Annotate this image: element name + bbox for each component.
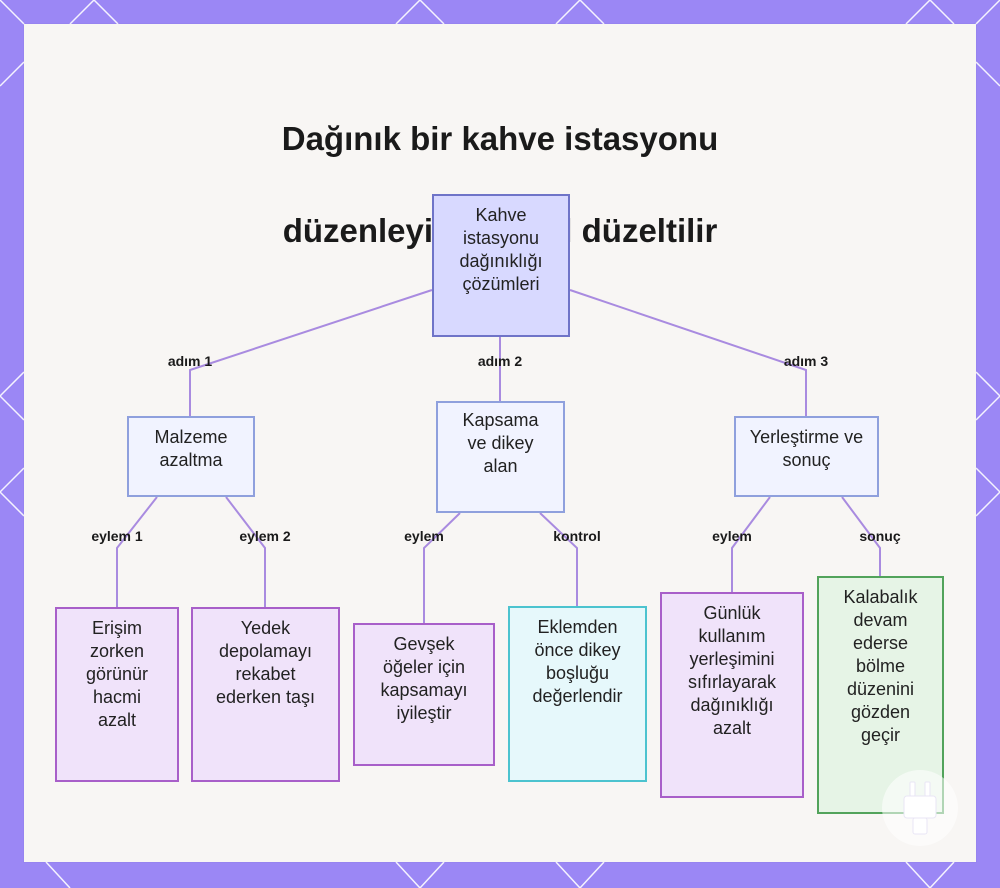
plug-icon bbox=[880, 768, 960, 848]
root-node-label: Kahve istasyonu dağınıklığı çözümleri bbox=[449, 204, 553, 296]
mid-node-3-label: Yerleştirme ve sonuç bbox=[747, 426, 867, 472]
edge-mid3-leaf5 bbox=[732, 497, 770, 592]
edge-label-result: sonuç bbox=[859, 528, 900, 544]
edge-label-step1: adım 1 bbox=[168, 353, 212, 369]
leaf-node-2: Yedek depolamayı rekabet ederken taşı bbox=[191, 607, 340, 782]
mid-node-2: Kapsama ve dikey alan bbox=[436, 401, 565, 513]
edge-label-action3: eylem bbox=[404, 528, 444, 544]
leaf-node-1-label: Erişim zorken görünür hacmi azalt bbox=[77, 617, 157, 732]
leaf-node-4: Eklemden önce dikey boşluğu değerlendir bbox=[508, 606, 647, 782]
edge-root-mid3 bbox=[570, 290, 806, 416]
leaf-node-2-label: Yedek depolamayı rekabet ederken taşı bbox=[216, 617, 316, 709]
edge-mid2-leaf4 bbox=[540, 513, 577, 606]
leaf-node-5: Günlük kullanım yerleşimini sıfırlayarak… bbox=[660, 592, 804, 798]
mid-node-1-label: Malzeme azaltma bbox=[141, 426, 241, 472]
edge-root-mid1 bbox=[190, 290, 432, 416]
leaf-node-3-label: Gevşek öğeler için kapsamayı iyileştir bbox=[371, 633, 477, 725]
edge-label-step2: adım 2 bbox=[478, 353, 522, 369]
edge-mid1-leaf1 bbox=[117, 497, 157, 607]
leaf-node-4-label: Eklemden önce dikey boşluğu değerlendir bbox=[526, 616, 630, 708]
edge-label-action1: eylem 1 bbox=[91, 528, 142, 544]
edge-label-action4: eylem bbox=[712, 528, 752, 544]
mid-node-2-label: Kapsama ve dikey alan bbox=[456, 409, 546, 478]
mid-node-3: Yerleştirme ve sonuç bbox=[734, 416, 879, 497]
leaf-node-5-label: Günlük kullanım yerleşimini sıfırlayarak… bbox=[682, 602, 782, 740]
root-node: Kahve istasyonu dağınıklığı çözümleri bbox=[432, 194, 570, 337]
leaf-node-6-label: Kalabalık devam ederse bölme düzenini gö… bbox=[835, 586, 927, 747]
leaf-node-3: Gevşek öğeler için kapsamayı iyileştir bbox=[353, 623, 495, 766]
edge-mid1-leaf2 bbox=[226, 497, 265, 607]
edge-label-action2: eylem 2 bbox=[239, 528, 290, 544]
leaf-node-1: Erişim zorken görünür hacmi azalt bbox=[55, 607, 179, 782]
edge-label-check: kontrol bbox=[553, 528, 600, 544]
edge-label-step3: adım 3 bbox=[784, 353, 828, 369]
mid-node-1: Malzeme azaltma bbox=[127, 416, 255, 497]
